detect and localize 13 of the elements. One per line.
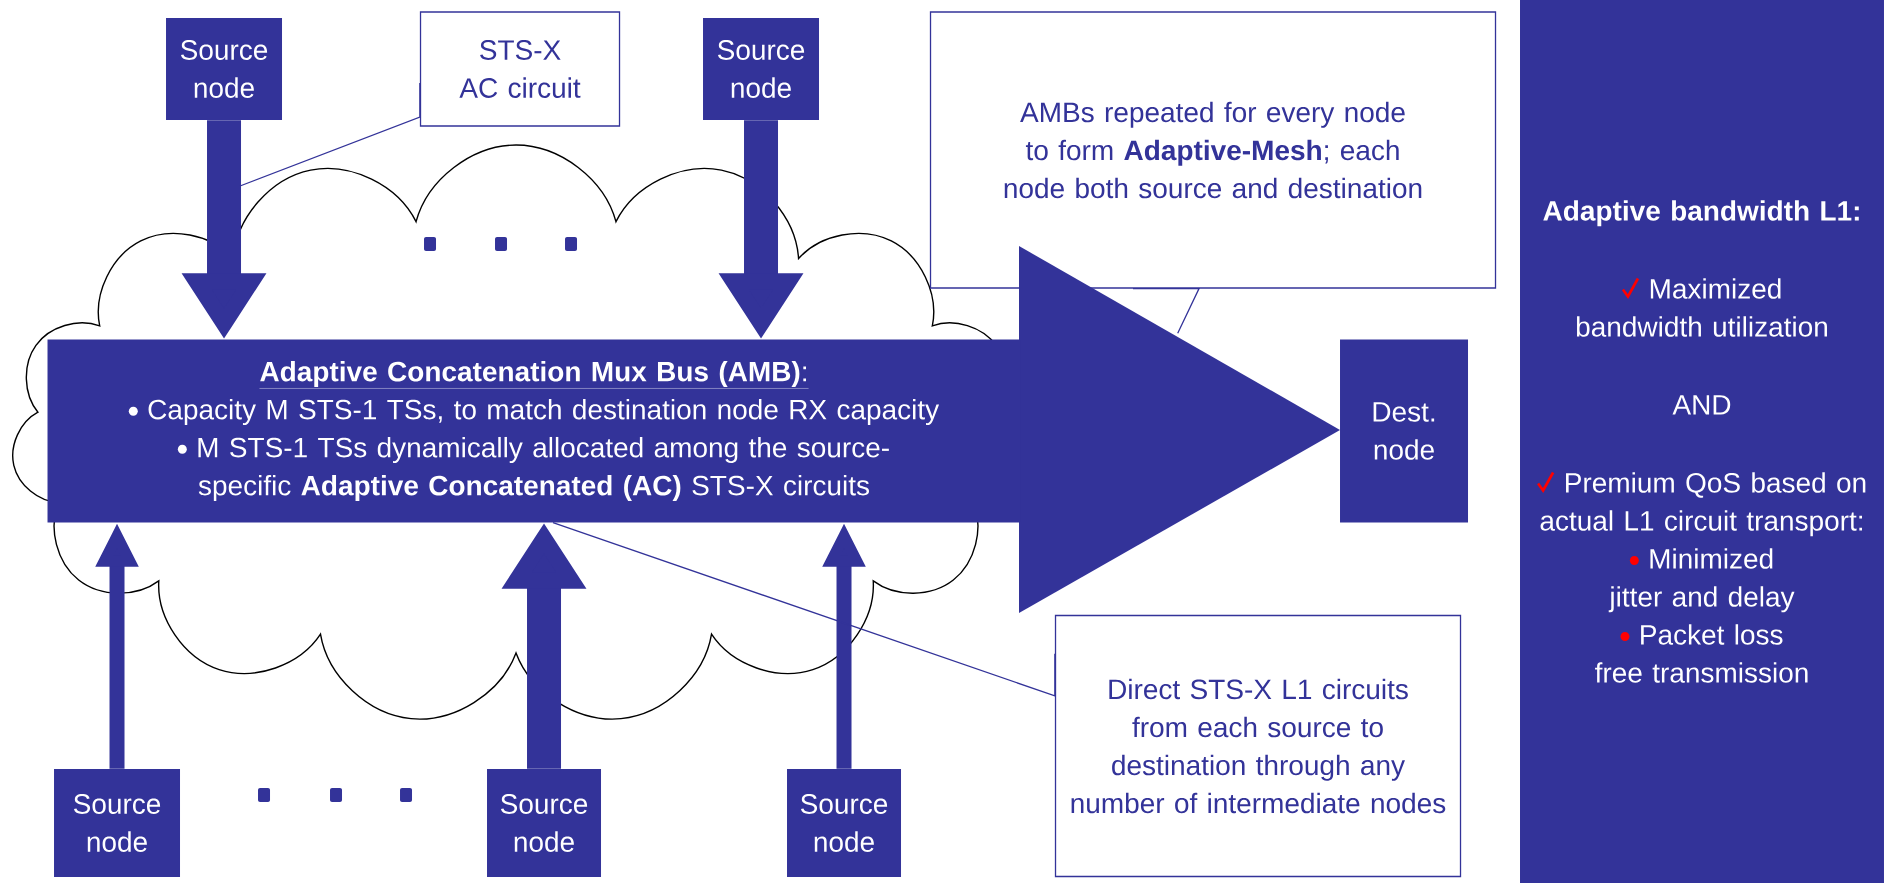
callout-box: AMBs repeated for every node to form Adaptive-Mesh; each node both source and destination: [929, 11, 1497, 289]
leader-line: [1132, 288, 1201, 334]
node-box: Source node: [787, 769, 901, 877]
node-box: Source node: [166, 18, 282, 120]
node-box: Dest. node: [1340, 339, 1468, 523]
side-panel: Adaptive bandwidth L1: Maximized bandwidth utilization AND Premium QoS based on actual L1 circuit transport: Minimized jitter and delay Packet loss free transmission: [1520, 0, 1884, 883]
leader-line: [552, 522, 1056, 697]
node-box: Source node: [487, 769, 601, 877]
callout-box: Direct STS-X L1 circuits from each source to destination through any number of intermediate nodes: [1054, 614, 1462, 878]
leader-line: [239, 82, 421, 187]
node-box: Source node: [54, 769, 180, 877]
node-box: Source node: [703, 18, 819, 120]
callout-box: STS-X AC circuit: [419, 11, 621, 127]
